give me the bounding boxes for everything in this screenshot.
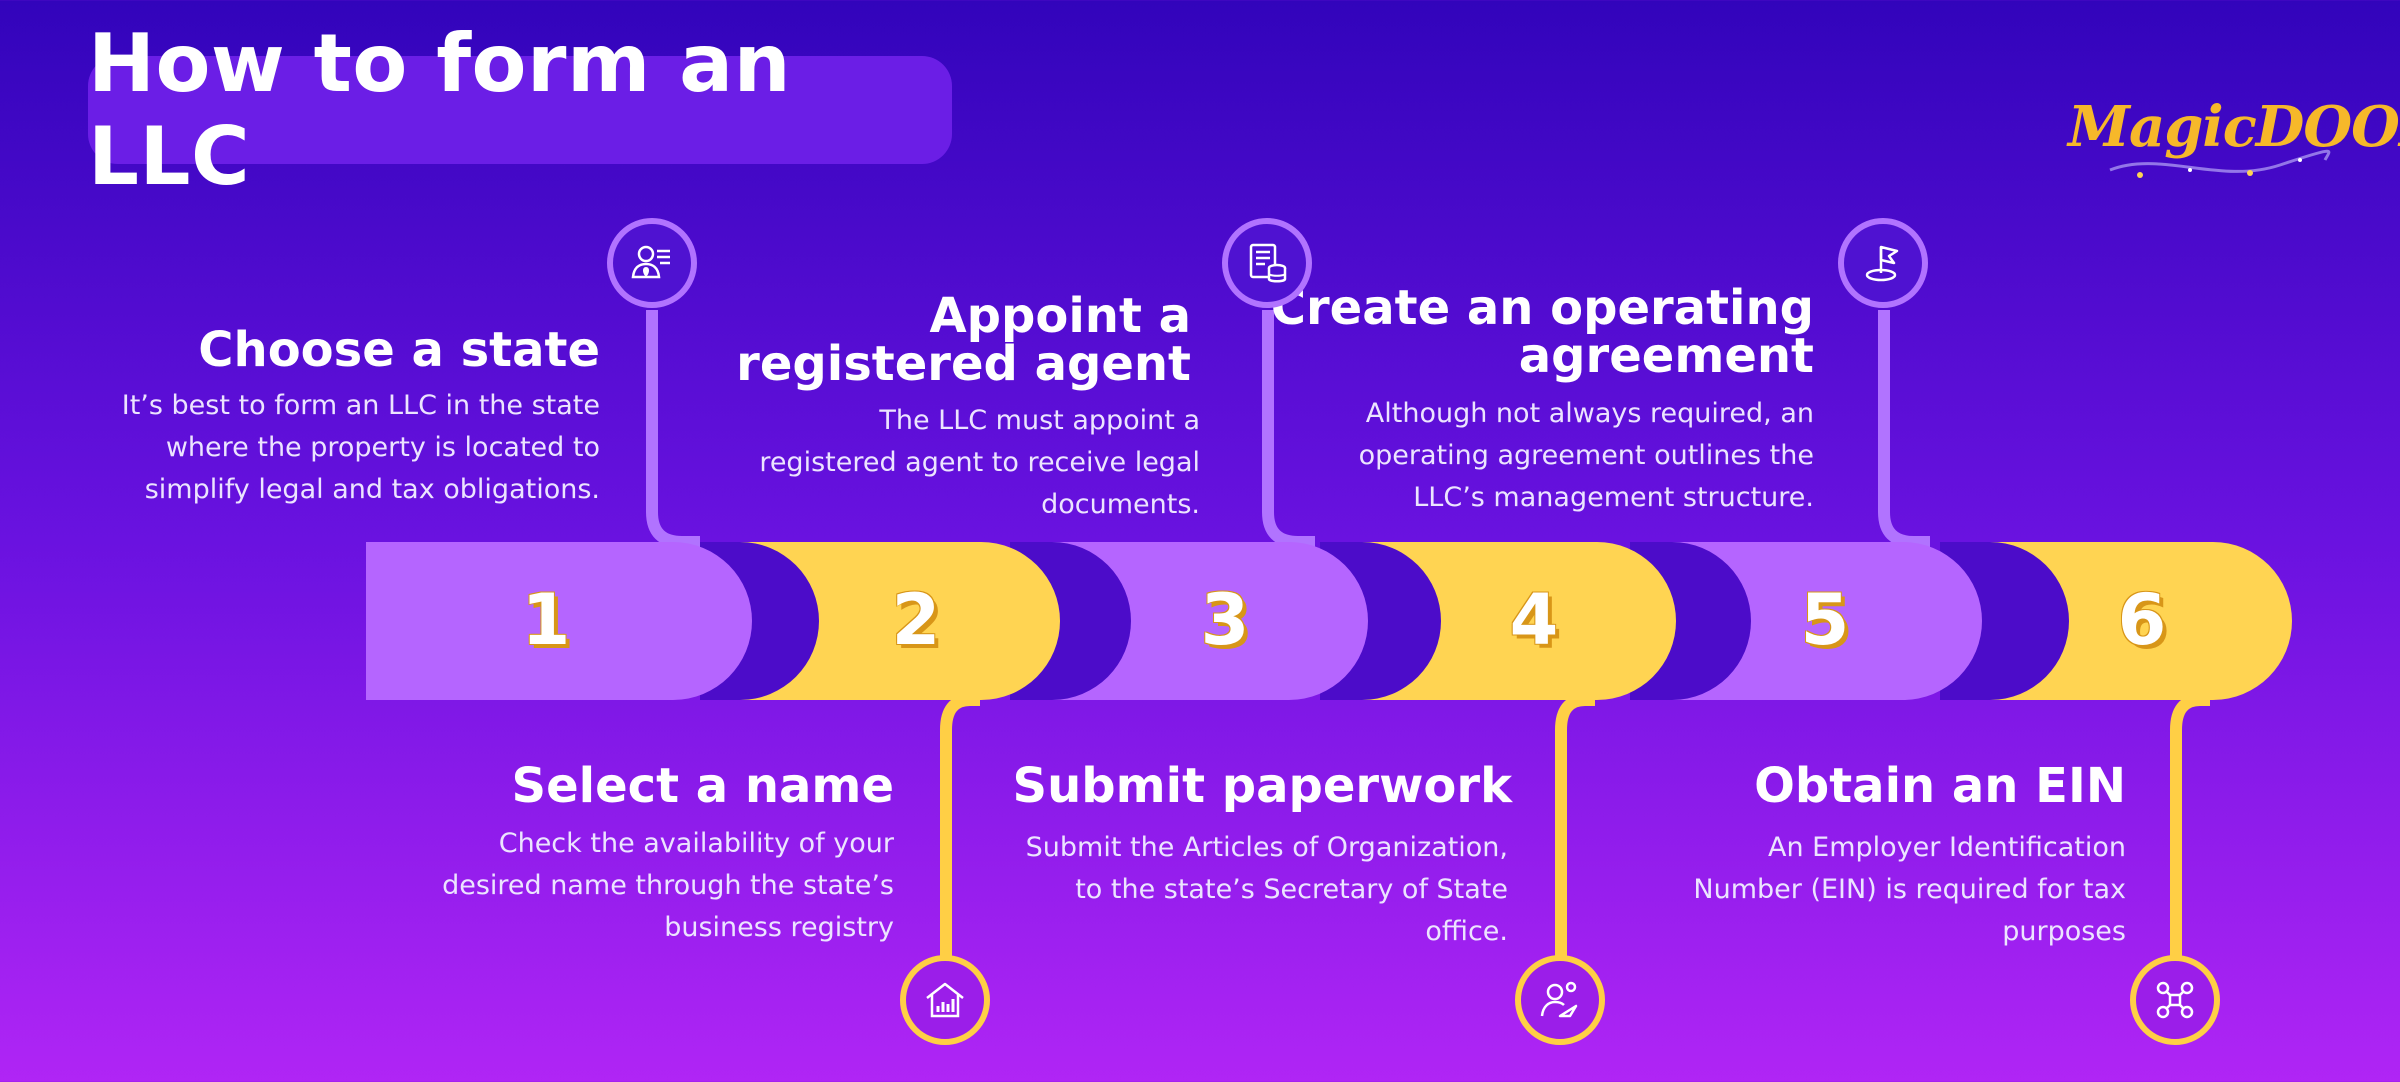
connector-4 <box>1555 694 1595 958</box>
step-desc-4: Submit the Articles of Organization, to … <box>1025 832 1508 947</box>
logo-sparkle-swirl <box>2109 149 2331 178</box>
step-number-4: 4 <box>1509 579 1559 661</box>
step-number-5: 5 <box>1800 579 1850 661</box>
step-desc-1: It’s best to form an LLC in the state wh… <box>121 390 600 505</box>
step-title-3-line1: Appoint a <box>929 288 1191 344</box>
connector-1 <box>646 310 700 548</box>
segment-1 <box>366 542 752 700</box>
step-title-4: Submit paperwork <box>1012 758 1512 814</box>
step-title-5-line1: Create an operating <box>1270 280 1814 336</box>
step-1-icon-circle <box>607 218 697 308</box>
flag-goal-icon <box>1865 245 1899 282</box>
step-3-icon-circle <box>1222 218 1312 308</box>
connector-5 <box>1878 310 1930 548</box>
step-title-6: Obtain an EIN <box>1754 758 2126 814</box>
segment-3 <box>1052 542 1368 700</box>
step-2-icon-circle <box>900 955 990 1045</box>
step-desc-3: The LLC must appoint a registered agent … <box>759 405 1200 520</box>
network-nodes-icon <box>2156 981 2194 1019</box>
connector-3 <box>1262 310 1315 548</box>
step-5-icon-circle <box>1838 218 1928 308</box>
house-chart-icon <box>926 982 964 1018</box>
segment-5 <box>1672 542 1982 700</box>
step-number-6: 6 <box>2117 579 2167 661</box>
step-4-icon-circle <box>1515 955 1605 1045</box>
connector-6 <box>2170 694 2210 958</box>
step-title-5-line2: agreement <box>1518 328 1814 384</box>
document-coins-icon <box>1249 243 1287 283</box>
title-pill: How to form an LLC <box>88 17 952 203</box>
segment-4 <box>1362 542 1676 700</box>
page-title: How to form an LLC <box>88 17 792 203</box>
step-desc-5: Although not always required, an operati… <box>1358 398 1814 513</box>
segment-2 <box>740 542 1060 700</box>
magicdoor-logo: MagicDOOR <box>2068 94 2400 160</box>
agent-location-icon <box>631 245 670 279</box>
step-title-2: Select a name <box>511 758 894 814</box>
step-desc-6: An Employer Identification Number (EIN) … <box>1693 832 2126 947</box>
step-number-2: 2 <box>891 579 941 661</box>
segment-6 <box>1990 542 2292 700</box>
step-title-3-line2: registered agent <box>736 336 1191 392</box>
step-number-1: 1 <box>521 579 571 661</box>
step-desc-2: Check the availability of your desired n… <box>442 828 894 943</box>
connector-2 <box>940 694 980 958</box>
user-send-icon <box>1540 981 1578 1018</box>
step-6-icon-circle <box>2130 955 2220 1045</box>
step-number-3: 3 <box>1200 579 1250 661</box>
step-title-1: Choose a state <box>198 322 600 378</box>
